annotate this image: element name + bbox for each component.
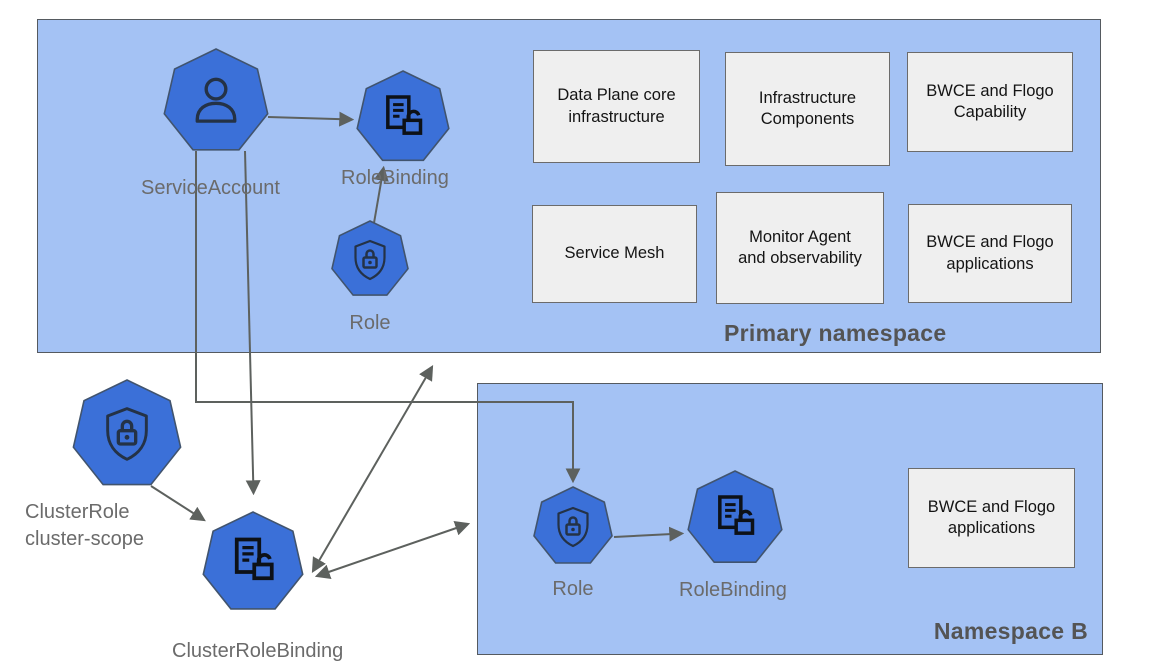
cluster-role-binding-node: [202, 511, 304, 610]
primary-box-monitor-agent: Monitor Agent and observability: [716, 192, 884, 304]
primary-box-bwce-capability-text: BWCE and Flogo Capability: [926, 81, 1054, 121]
service-account-label: ServiceAccount: [141, 177, 280, 199]
primary-namespace-title: Primary namespace: [724, 320, 947, 346]
service-account-node: [163, 48, 269, 151]
role-primary-label: Role: [349, 312, 391, 334]
primary-box-bwce-capability: BWCE and Flogo Capability: [907, 52, 1073, 152]
arrow-role-to-rolebinding: [373, 165, 389, 224]
primary-box-service-mesh-text: Service Mesh: [564, 244, 665, 263]
cluster-role-binding-label: ClusterRoleBinding: [172, 640, 344, 662]
cluster-role-label: ClusterRole cluster-scope: [25, 501, 144, 550]
arrow-namespace-b-role-to-rolebinding: [613, 526, 685, 542]
namespace-b-box-bwce-applications: BWCE and Flogo applications: [908, 468, 1075, 568]
role-namespace-b-node: [533, 486, 613, 564]
role-binding-primary-node: [356, 70, 450, 162]
arrow-clusterrolebinding-to-namespace-b: [314, 521, 471, 579]
primary-box-infrastructure: Infrastructure Components: [725, 52, 890, 166]
role-binding-primary-label: RoleBinding: [341, 167, 449, 189]
arrow-clusterrolebinding-to-primary-namespace: [311, 365, 434, 573]
role-namespace-b-label: Role: [552, 578, 594, 600]
primary-box-data-plane: Data Plane core infrastructure: [533, 50, 700, 163]
namespace-b-title: Namespace B: [933, 618, 1088, 644]
role-primary-node: [331, 220, 409, 296]
heptagon-shape: [202, 511, 304, 610]
cluster-role-node: [72, 379, 182, 486]
role-binding-namespace-b-label: RoleBinding: [679, 579, 787, 601]
primary-box-infrastructure-text: Infrastructure Components: [758, 88, 857, 128]
primary-box-data-plane-text: Data Plane core infrastructure: [557, 86, 676, 126]
arrow-serviceaccount-to-rolebinding: [267, 111, 355, 127]
primary-box-service-mesh: Service Mesh: [532, 205, 697, 303]
namespace-b-box-bwce-applications-text: BWCE and Flogo applications: [927, 497, 1056, 537]
heptagon-shape: [356, 70, 450, 162]
primary-box-monitor-agent-text: Monitor Agent and observability: [738, 227, 862, 267]
heptagon-shape: [687, 470, 783, 564]
arrow-serviceaccount-to-clusterrolebinding: [244, 150, 261, 496]
role-binding-namespace-b-node: [687, 470, 783, 564]
arrow-clusterrole-to-clusterrolebinding: [150, 485, 206, 522]
primary-box-bwce-applications: BWCE and Flogo applications: [908, 204, 1072, 303]
primary-box-bwce-applications-text: BWCE and Flogo applications: [926, 233, 1054, 273]
